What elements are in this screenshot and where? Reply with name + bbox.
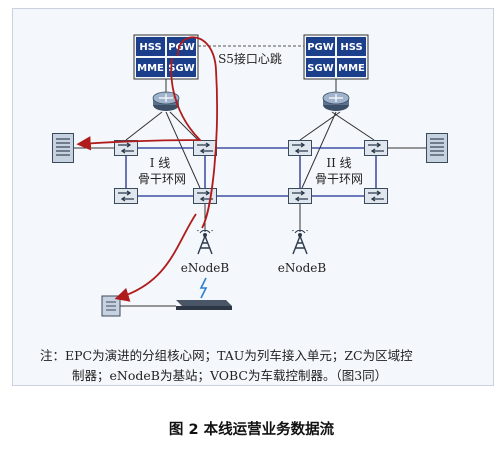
hss-box-right	[337, 37, 366, 56]
flow-path-pgw-to-server	[76, 57, 203, 151]
router-right-icon	[322, 91, 350, 112]
ring2-label-line2: 骨干环网	[315, 172, 363, 186]
switch-ring2-bl-icon	[288, 188, 312, 204]
figure-caption: 图 2 本线运营业务数据流	[168, 422, 335, 438]
hss-box-left	[136, 37, 165, 56]
ring-1-links	[125, 147, 206, 197]
switch-ring1-tr-icon	[193, 140, 217, 156]
wireless-bolt-icon	[199, 277, 208, 299]
switch-ring2-br-icon	[364, 188, 388, 204]
switch-ring2-tl-icon	[288, 140, 312, 156]
hss-label-left: HSS	[139, 42, 161, 53]
flow-path-pgw-loop	[177, 36, 218, 229]
mme-box-left	[136, 58, 165, 77]
ring1-label-line2: 骨干环网	[138, 172, 186, 186]
footnote-line1: 注：EPC为演进的分组核心网；TAU为列车接入单元；ZC为区域控	[40, 348, 413, 363]
mme-label-left: MME	[137, 63, 164, 74]
enodeb-right-label: eNodeB	[278, 261, 327, 275]
sgw-label-right: SGW	[307, 63, 333, 74]
epc-right: PGW HSS SGW MME	[303, 34, 369, 80]
footnote-line2: 制器；eNodeB为基站；VOBC为车载控制器。（图3同）	[72, 368, 388, 383]
flow-path-to-vobc	[114, 213, 197, 302]
ring-2-links	[299, 147, 377, 197]
pgw-box-left	[167, 37, 196, 56]
sgw-box-left	[167, 58, 196, 77]
server-left-icon	[52, 133, 74, 163]
switch-ring1-bl-icon	[114, 188, 138, 204]
sgw-box-right	[306, 58, 335, 77]
mme-label-right: MME	[338, 63, 365, 74]
tau-device-icon	[176, 300, 232, 306]
pgw-box-right	[306, 37, 335, 56]
footnote: 注：EPC为演进的分组核心网；TAU为列车接入单元；ZC为区域控 制器；eNod…	[40, 346, 480, 386]
switch-ring2-tr-icon	[364, 140, 388, 156]
ring2-label-line1: II 线	[326, 156, 351, 170]
enodeb-left-label: eNodeB	[181, 261, 230, 275]
pgw-label-right: PGW	[307, 42, 334, 53]
server-right-icon	[426, 133, 448, 163]
s5-label: S5接口心跳	[218, 51, 282, 66]
pgw-label-left: PGW	[168, 42, 195, 53]
switch-ring1-br-icon	[193, 188, 217, 204]
inter-ring-links	[217, 147, 288, 197]
sgw-label-left: SGW	[168, 63, 194, 74]
mme-box-right	[337, 58, 366, 77]
hss-label-right: HSS	[340, 42, 362, 53]
diagram-panel	[12, 8, 494, 386]
epc-left: HSS PGW MME SGW	[133, 34, 199, 80]
data-flow-paths	[76, 36, 218, 302]
ring1-label-line1: I 线	[150, 156, 171, 170]
